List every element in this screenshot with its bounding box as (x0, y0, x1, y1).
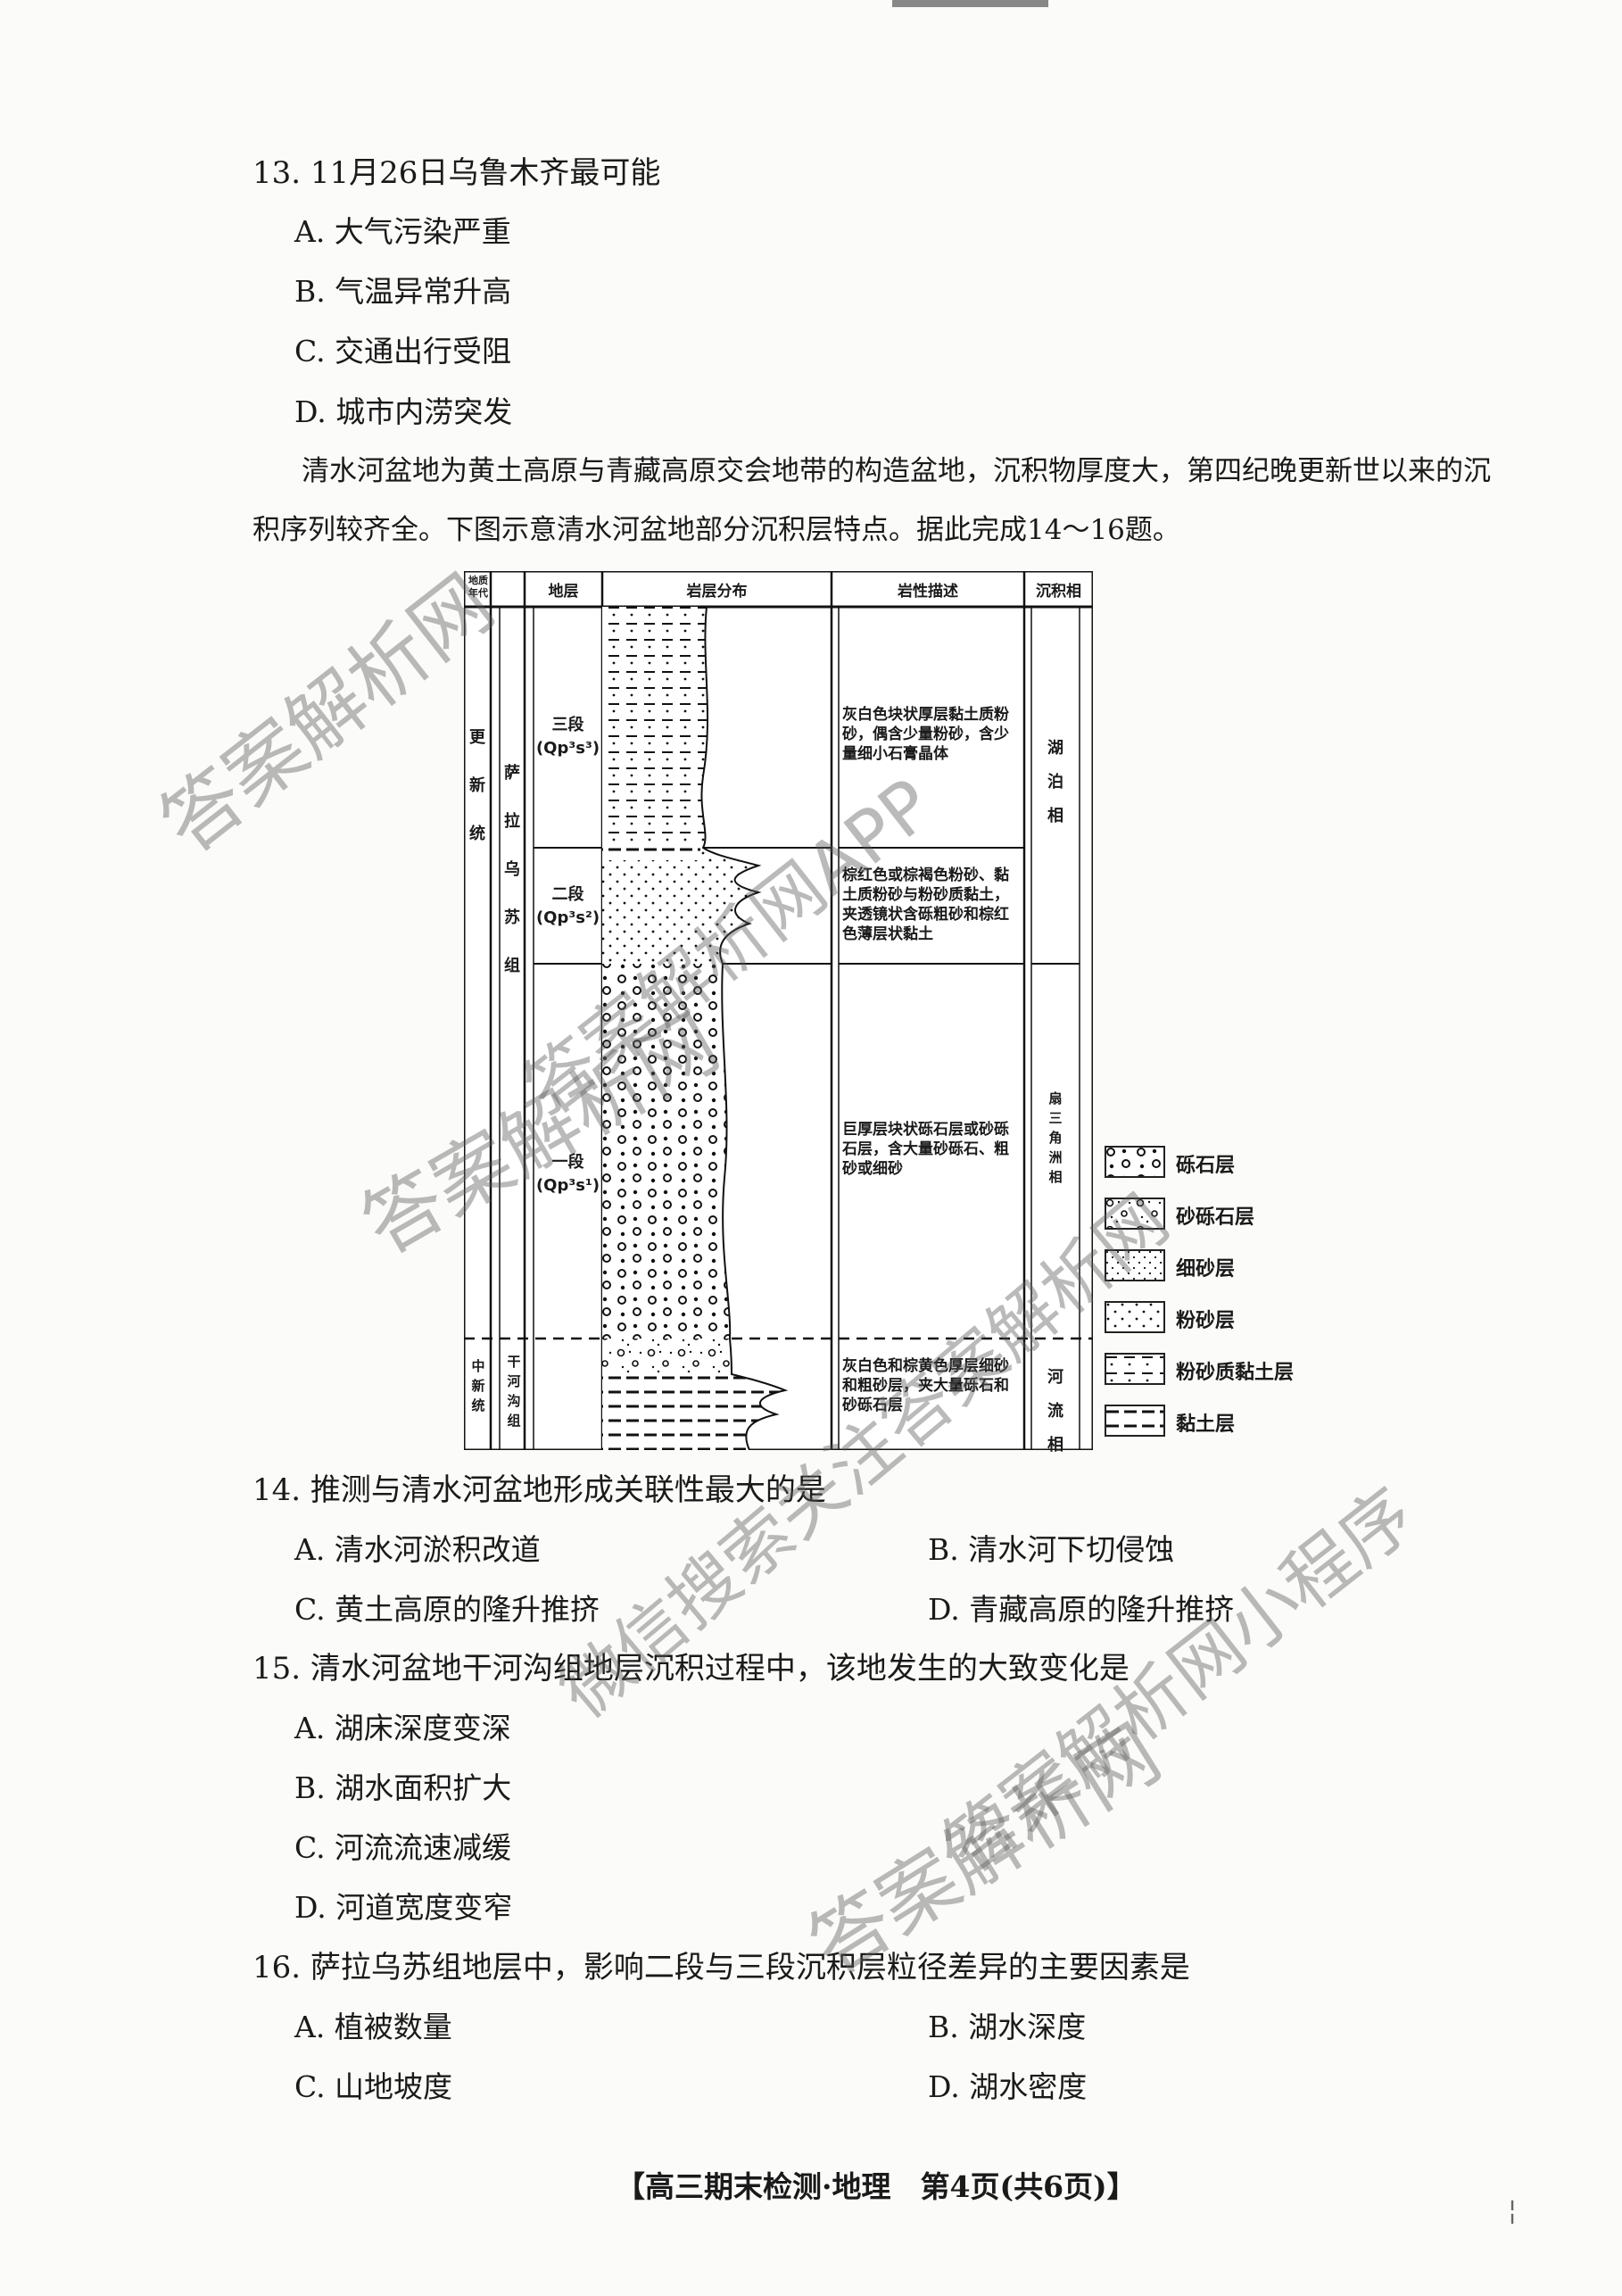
header-description: 岩性描述 (898, 583, 958, 601)
facies-river: 河流相 (1047, 1368, 1063, 1455)
header-facies: 沉积相 (1036, 583, 1081, 601)
formation-salawusu: 萨拉乌苏组 (504, 764, 520, 975)
question-13-stem: 13. 11月26日乌鲁木齐最可能 (252, 155, 661, 191)
fine-sand-swatch-icon (1105, 1249, 1165, 1281)
question-16-option-d: D. 湖水密度 (928, 2069, 1088, 2104)
header-distribution: 岩层分布 (686, 583, 748, 601)
question-15-stem: 15. 清水河盆地干河沟组地层沉积过程中，该地发生的大致变化是 (252, 1651, 1130, 1687)
question-14-option-a: A. 清水河淤积改道 (294, 1532, 541, 1567)
question-13-option-a: A. 大气污染严重 (294, 214, 511, 249)
legend-item-fine-sand: 细砂层 (1105, 1249, 1310, 1285)
sandgravel-swatch-icon (1105, 1198, 1165, 1230)
question-15-option-c: C. 河流流速减缓 (294, 1830, 512, 1865)
page-footer: 【高三期末检测·地理 第4页(共6页)】 (616, 2169, 1137, 2204)
watermark-1: 答案解析网 (144, 557, 510, 872)
description-segment-1: 巨厚层块状砾石层或砂砾石层，含大量砂砾石、粗砂或细砂 (842, 1121, 1009, 1178)
question-16-option-c: C. 山地坡度 (294, 2069, 453, 2104)
question-15-option-a: A. 湖床深度变深 (294, 1711, 511, 1745)
silt-swatch-icon (1105, 1301, 1165, 1333)
description-segment-2: 棕红色或棕褐色粉砂、黏土质粉砂与粉砂质黏土，夹透镜状含砾粗砂和棕红色薄层状黏土 (842, 866, 1009, 943)
question-15-option-b: B. 湖水面积扩大 (294, 1770, 512, 1805)
formation-ganhegou: 干河沟组 (507, 1354, 521, 1429)
question-16-stem: 16. 萨拉乌苏组地层中，影响二段与三段沉积层粒径差异的主要因素是 (252, 1950, 1190, 1985)
legend-item-silt: 粉砂层 (1105, 1301, 1310, 1337)
material-intro-line1: 清水河盆地为黄土高原与青藏高原交会地带的构造盆地，沉积物厚度大，第四纪晚更新世以… (302, 455, 1491, 487)
gravel-swatch-icon (1105, 1146, 1165, 1178)
header-stratum: 地层 (548, 583, 579, 601)
era-miocene: 中新统 (471, 1358, 485, 1413)
question-13-option-b: B. 气温异常升高 (294, 274, 512, 309)
facies-fan-delta: 扇三角洲相 (1048, 1090, 1063, 1185)
segment-2-label: 二段(Qp³s²) (535, 885, 600, 927)
segment-3-label: 三段(Qp³s³) (535, 716, 600, 758)
question-15-option-d: D. 河道宽度变窄 (294, 1890, 513, 1925)
cropped-header-mark (892, 0, 1048, 7)
question-14-option-d: D. 青藏高原的隆升推挤 (928, 1592, 1235, 1627)
question-14-option-b: B. 清水河下切侵蚀 (928, 1532, 1175, 1567)
legend-item-sandgravel: 砂砾石层 (1105, 1198, 1310, 1233)
legend-item-clay: 黏土层 (1105, 1405, 1310, 1440)
facies-lake: 湖泊相 (1047, 739, 1063, 825)
question-16-option-a: A. 植被数量 (294, 2010, 452, 2044)
question-14-stem: 14. 推测与清水河盆地形成关联性最大的是 (252, 1472, 826, 1508)
description-ganhegou: 灰白色和棕黄色厚层细砂和粗砂层，夹大量砾石和砂砾石层 (842, 1357, 1009, 1414)
question-13-option-c: C. 交通出行受阻 (294, 334, 512, 369)
sediment-column-drawing (464, 571, 1093, 1450)
question-13-option-d: D. 城市内涝突发 (294, 394, 513, 429)
description-segment-3: 灰白色块状厚层黏土质粉砂，偶含少量粉砂，含少量细小石膏晶体 (842, 706, 1009, 763)
margin-mark: ¦ (1508, 2195, 1518, 2226)
question-16-option-b: B. 湖水深度 (928, 2010, 1087, 2044)
sediment-column-figure: 地质年代 地层 岩层分布 岩性描述 沉积相 更新统 中新统 萨拉乌苏组 干河沟组… (464, 571, 1093, 1455)
clay-swatch-icon (1105, 1405, 1165, 1437)
legend-item-silty-clay: 粉砂质黏土层 (1105, 1353, 1310, 1388)
header-era: 地质年代 (468, 575, 488, 599)
silty-clay-swatch-icon (1105, 1353, 1165, 1385)
era-pleistocene: 更新统 (469, 728, 485, 843)
segment-1-label: 一段(Qp³s¹) (535, 1153, 600, 1195)
material-intro-line2: 积序列较齐全。下图示意清水河盆地部分沉积层特点。据此完成14～16题。 (252, 514, 1180, 546)
question-14-option-c: C. 黄土高原的隆升推挤 (294, 1592, 600, 1627)
legend-item-gravel: 砾石层 (1105, 1146, 1310, 1181)
